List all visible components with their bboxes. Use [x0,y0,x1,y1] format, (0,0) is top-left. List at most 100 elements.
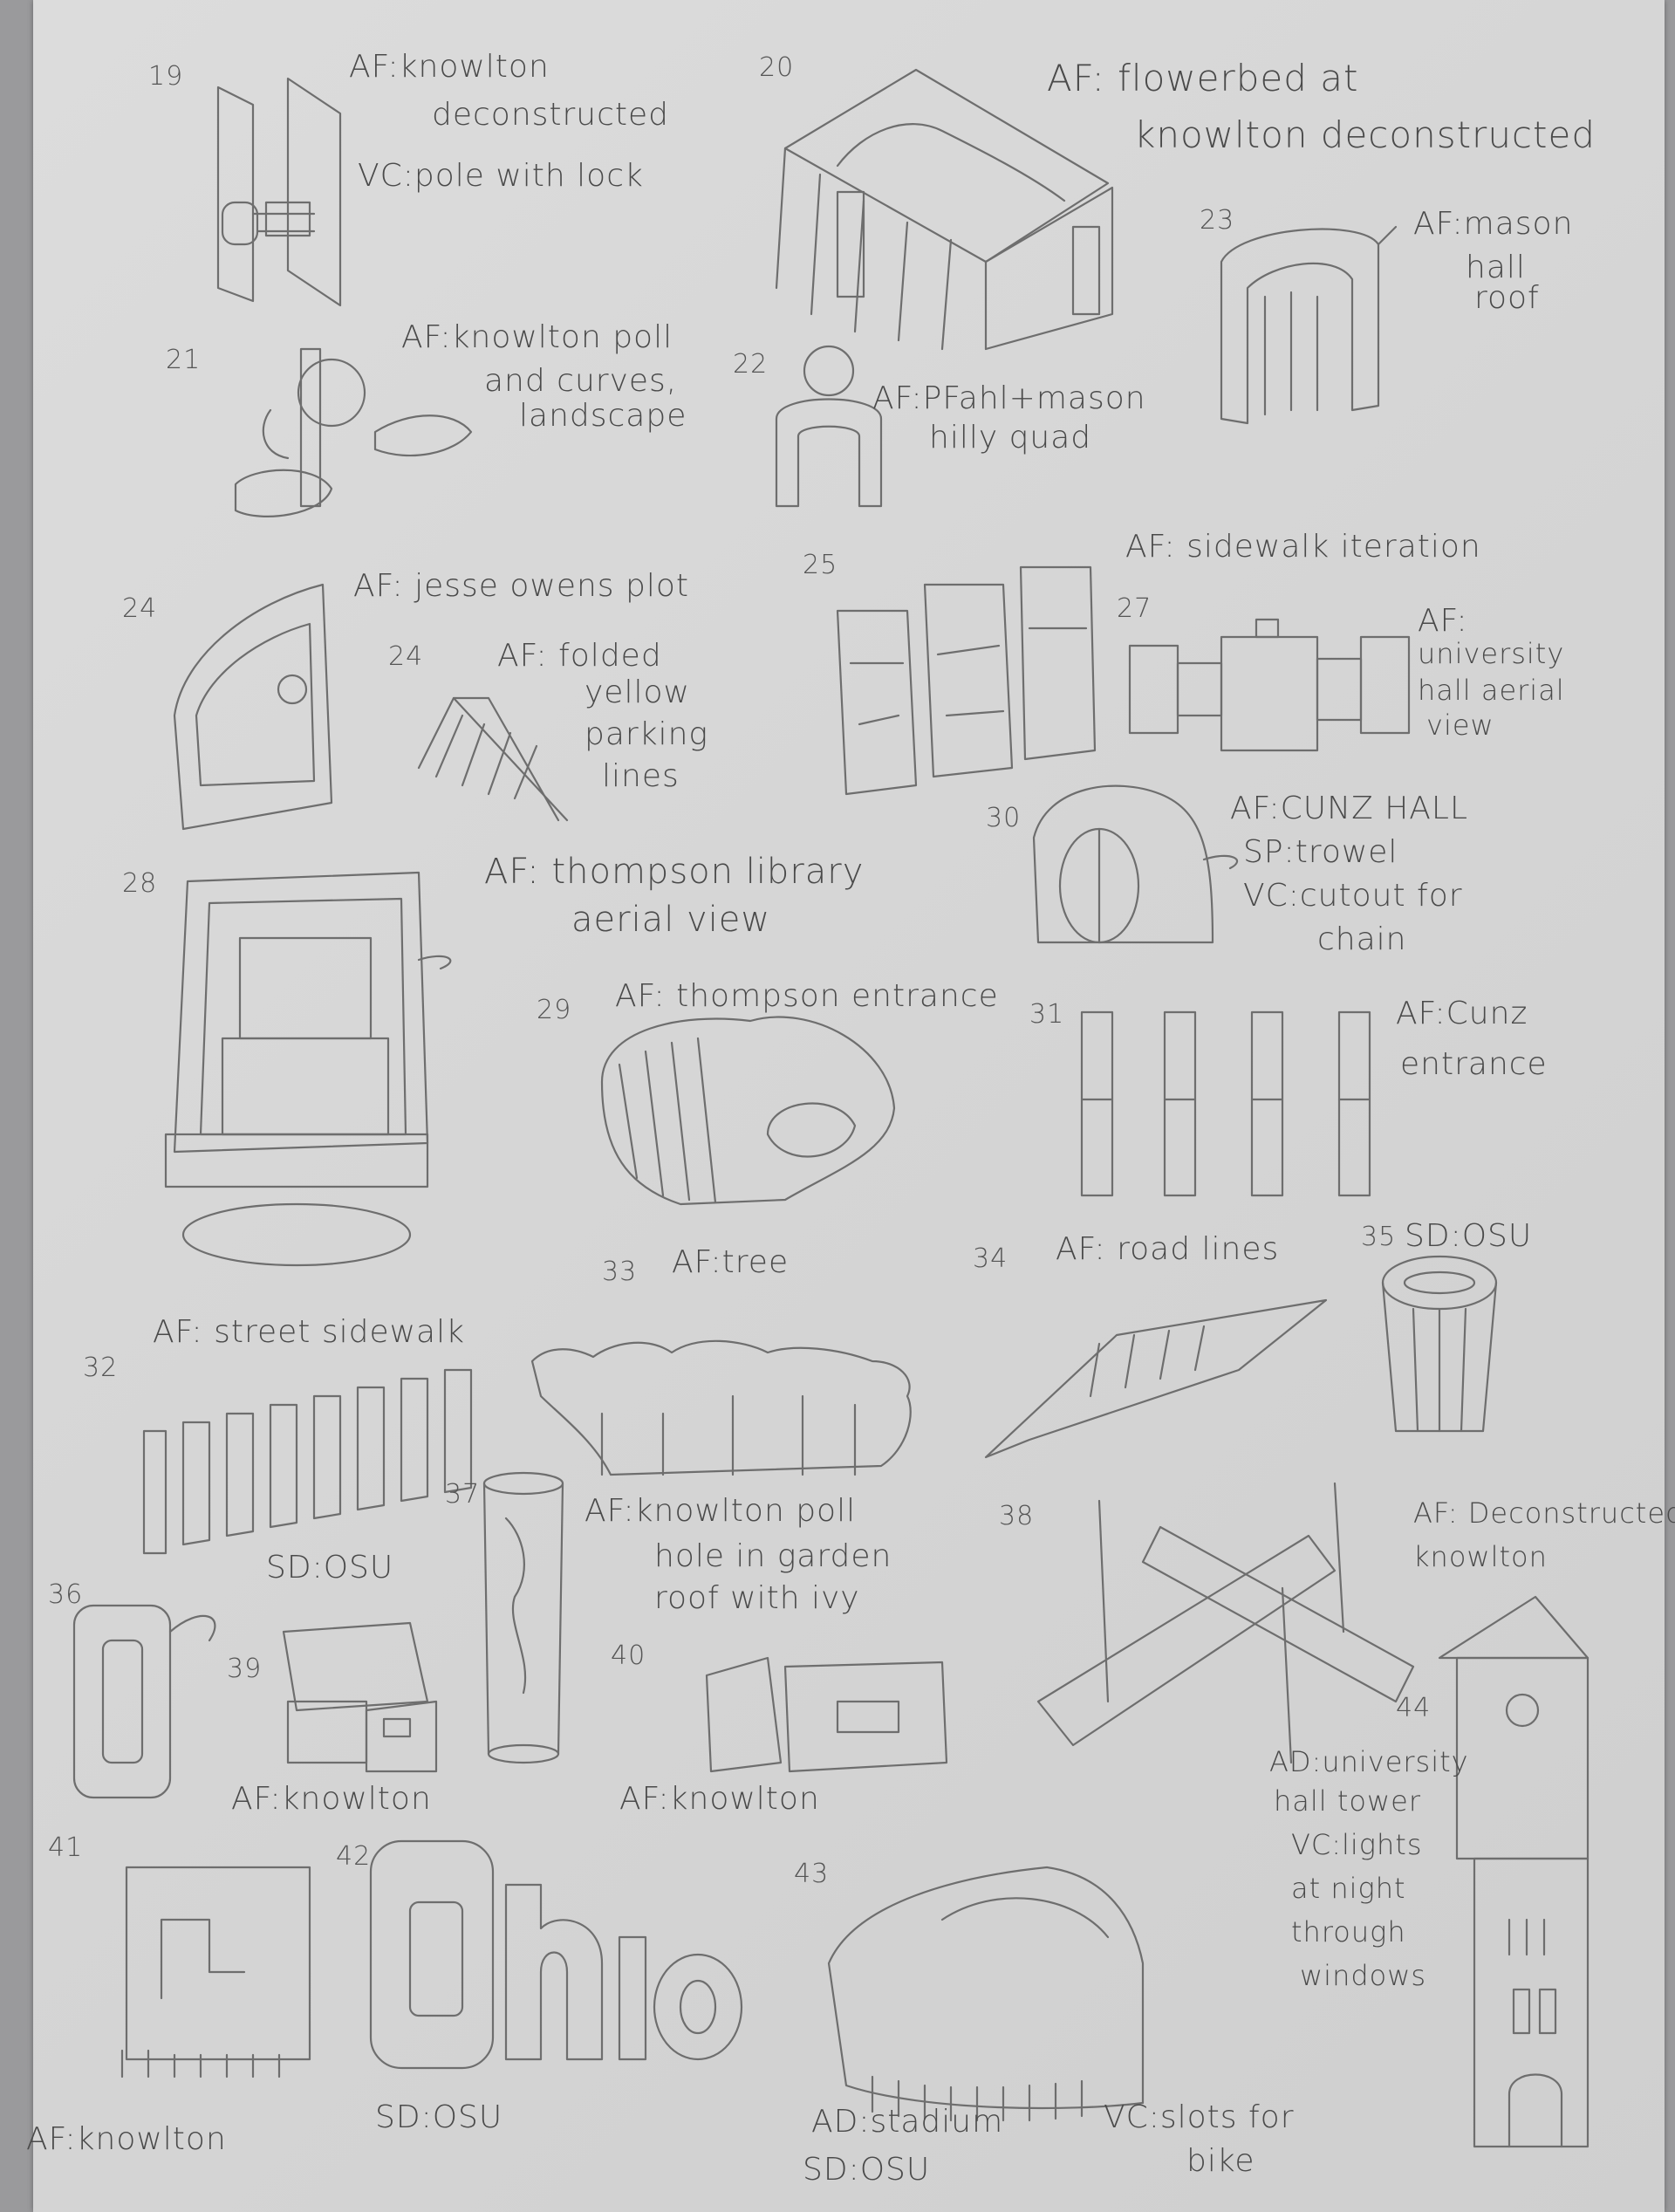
caption-44-line-1: AD:university [1269,1745,1469,1778]
caption-44-line-6: windows [1300,1959,1427,1992]
sketch-37-cylinder [482,1471,564,1764]
sketch-number-35: 35 [1361,1222,1397,1252]
caption-38-line-1: AF: Deconstructed [1413,1496,1675,1530]
caption-19-line-1: AF:knowlton [349,49,550,85]
sketch-number-40: 40 [611,1640,646,1671]
sketch-number-24: 24 [122,593,158,624]
sketch-number-19: 19 [148,61,184,92]
caption-24b-line-2: yellow [585,675,690,710]
sketch-23-roof-arch [1220,225,1398,425]
sketch-25-towers [836,565,1097,796]
caption-43-line-4: SD:OSU [803,2152,931,2188]
sketch-27-aerial-plan [1128,618,1411,752]
sketch-41-square [120,1866,311,2078]
caption-29: AF: thompson entrance [615,978,999,1014]
sketch-number-44: 44 [1396,1693,1432,1723]
caption-33: AF:tree [672,1244,790,1280]
caption-44-line-4: at night [1291,1872,1406,1905]
sketch-number-30: 30 [986,803,1022,833]
sketch-number-43: 43 [794,1859,830,1889]
sketch-28-library-aerial [164,871,452,1267]
sketch-31-columns [1080,1010,1371,1197]
sketch-number-23: 23 [1200,205,1235,236]
caption-22-line-1: AF:PFahl+mason [872,380,1146,416]
caption-39: AF:knowlton [231,1781,432,1817]
caption-36: SD:OSU [266,1550,394,1585]
caption-31-line-2: entrance [1400,1046,1548,1082]
caption-23-line-3: roof [1474,280,1540,316]
sketch-number-42: 42 [336,1841,372,1872]
caption-41: AF:knowlton [26,2121,227,2157]
caption-20-line-1: AF: flowerbed at [1047,57,1359,99]
sketch-number-21: 21 [166,345,202,375]
sketch-24-folded-lines [417,696,569,822]
caption-32: AF: street sidewalk [153,1314,465,1350]
sketch-paper [33,0,1665,2212]
sketch-number-37: 37 [445,1479,481,1510]
caption-34: AF: road lines [1056,1231,1280,1267]
sketch-22-arch [775,345,883,508]
caption-28-line-1: AF: thompson library [484,852,865,892]
sketch-29-entrance [600,1016,896,1206]
sketch-19-panels-with-lock [216,77,342,307]
caption-24b-line-3: parking [585,716,708,752]
sketch-number-29: 29 [537,995,572,1025]
sketch-36-letter-o [72,1604,216,1799]
sketch-42-ohio-letters [369,1839,743,2070]
caption-27-line-3: hall aerial [1418,674,1565,707]
caption-21-line-2: and curves, [484,363,678,399]
sketch-number-28: 28 [122,868,158,899]
sketch-number-34: 34 [973,1243,1008,1274]
sketch-33-tree [530,1339,912,1476]
caption-30-line-4: chain [1317,921,1407,957]
sketch-number-27: 27 [1117,593,1152,624]
caption-24b-line-4: lines [602,758,680,794]
sketch-number-31: 31 [1029,999,1065,1030]
sketch-number-22: 22 [733,349,769,380]
caption-44-line-5: through [1291,1915,1406,1948]
caption-23-line-1: AF:mason [1413,206,1574,242]
sketch-43-stadium [827,1866,1145,2122]
caption-40: AF:knowlton [619,1781,820,1817]
sketch-35-ring [1381,1255,1498,1433]
sketch-number-41: 41 [48,1832,84,1863]
caption-19-line-3: VC:pole with lock [358,158,644,194]
caption-22-line-2: hilly quad [929,420,1092,455]
caption-43-line-3: bike [1186,2143,1255,2179]
sketch-38-crossed-tubes [1036,1482,1415,1764]
sketch-number-25: 25 [803,550,838,580]
sketch-39-blocks [282,1621,438,1773]
caption-27-line-4: view [1426,709,1494,742]
sketch-number-36: 36 [48,1579,84,1610]
sketch-number-39: 39 [227,1654,263,1684]
sketch-20-flowerbed [775,68,1114,351]
caption-30-line-1: AF:CUNZ HALL [1230,791,1468,826]
caption-19-line-2: deconstructed [432,97,670,133]
caption-24b-line-1: AF: folded [497,638,662,674]
caption-25: AF: sidewalk iteration [1125,529,1481,565]
caption-21-line-1: AF:knowlton poll [401,319,673,355]
sketch-number-32: 32 [83,1353,119,1383]
caption-38-line-2: knowlton [1413,1540,1548,1573]
caption-23-line-2: hall [1466,250,1526,285]
sketch-number-24b: 24 [388,641,424,672]
sketch-21-pole-and-curves [234,347,473,517]
caption-37-line-2: hole in garden [654,1538,892,1574]
caption-37-line-3: roof with ivy [654,1580,860,1616]
caption-31-line-1: AF:Cunz [1396,996,1528,1031]
caption-44-line-2: hall tower [1274,1784,1421,1818]
sketch-30-trowel-shape [1032,784,1238,944]
sketch-40-blocks [705,1656,948,1773]
caption-28-line-2: aerial view [571,900,771,940]
sketch-number-20: 20 [759,52,795,83]
caption-27-line-2: university [1418,637,1565,670]
caption-24: AF: jesse owens plot [353,568,689,604]
caption-43-line-1: AD:stadium [811,2104,1004,2140]
sketch-44-tower [1438,1595,1590,2148]
caption-35: SD:OSU [1405,1218,1533,1254]
sketch-32-sidewalk-slabs [142,1368,473,1555]
sketch-34-road-lines [984,1298,1328,1459]
sketch-number-33: 33 [602,1257,638,1287]
